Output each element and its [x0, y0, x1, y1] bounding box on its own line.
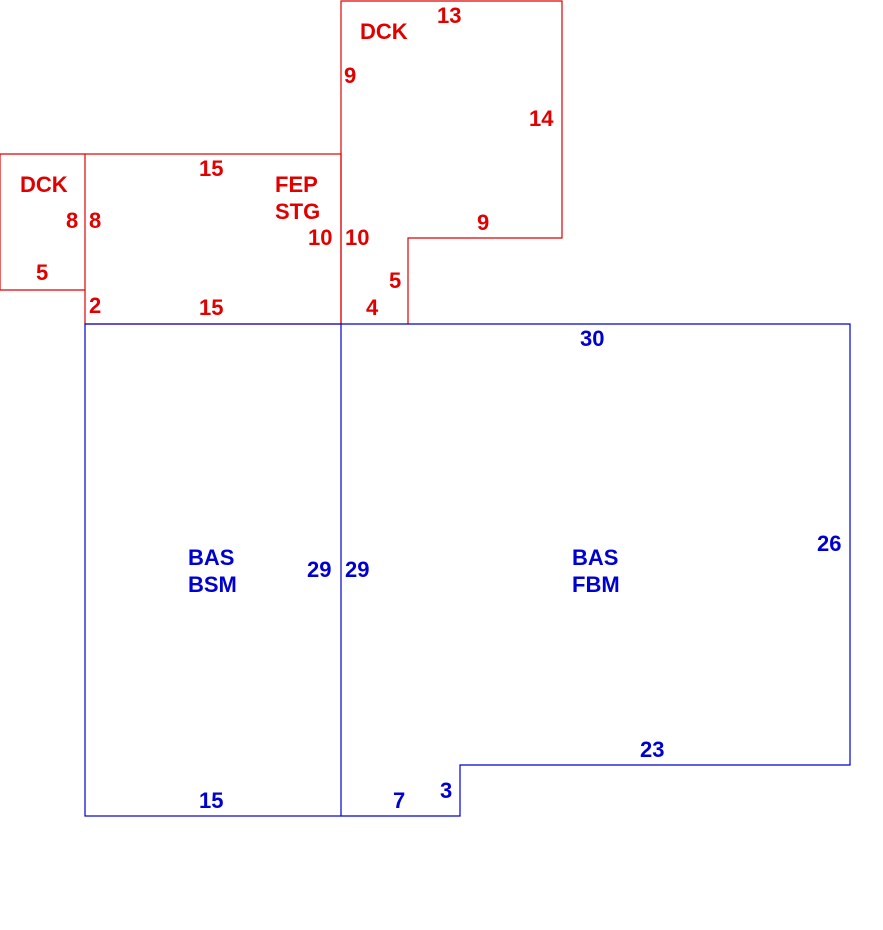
addition-outlines [0, 0, 563, 325]
dck-left-code: DCK [20, 172, 68, 197]
bas-bsm-code-1: BAS [188, 545, 234, 570]
dck-left-dim-right: 8 [66, 208, 78, 233]
bas-fbm-dim-bottom: 7 [393, 788, 405, 813]
fep-dim-bottom: 15 [199, 295, 223, 320]
bas-fbm-dim-top: 30 [580, 326, 604, 351]
bas-bsm-code-2: BSM [188, 572, 237, 597]
bas-fbm-outline [341, 323, 851, 817]
bas-fbm-dim-notch: 3 [440, 778, 452, 803]
dck-top-code: DCK [360, 19, 408, 44]
bas-bsm-dim-bottom: 15 [199, 788, 223, 813]
dck-top-dim-bottom: 4 [366, 295, 379, 320]
fep-code-1: FEP [275, 172, 318, 197]
dck-left-outline [0, 153, 85, 291]
bas-bsm-dim-right: 29 [307, 557, 331, 582]
bas-fbm-dim-right: 26 [817, 531, 841, 556]
dck-left-labels: DCK 8 5 [20, 172, 78, 285]
bas-bsm-labels: BAS BSM 29 15 [188, 545, 331, 813]
dck-top-dim-left-lower: 10 [345, 225, 369, 250]
dck-left-dim-bottom: 5 [36, 260, 48, 285]
dck-top-dim-right: 14 [529, 106, 554, 131]
bas-fbm-dim-step: 23 [640, 737, 664, 762]
fep-dim-left: 8 [89, 208, 101, 233]
dck-top-dim-notch: 5 [389, 268, 401, 293]
base-outlines [84, 323, 851, 817]
dck-top-outline [340, 0, 563, 324]
bas-bsm-outline [84, 323, 342, 817]
bas-fbm-code-2: FBM [572, 572, 620, 597]
fep-dim-top: 15 [199, 156, 223, 181]
bas-fbm-labels: BAS FBM 30 29 26 23 3 7 [345, 326, 841, 813]
dck-top-labels: DCK 13 9 14 9 10 5 4 [344, 3, 554, 320]
bas-fbm-code-1: BAS [572, 545, 618, 570]
fep-dim-right: 10 [308, 225, 332, 250]
dck-top-dim-step: 9 [477, 210, 489, 235]
fep-labels: FEP STG 15 8 10 2 15 [89, 156, 332, 320]
bas-fbm-dim-left: 29 [345, 557, 369, 582]
dck-top-dim-left: 9 [344, 63, 356, 88]
fep-dim-left-lower: 2 [89, 293, 101, 318]
fep-code-2: STG [275, 199, 320, 224]
dck-top-dim-top: 13 [437, 3, 461, 28]
